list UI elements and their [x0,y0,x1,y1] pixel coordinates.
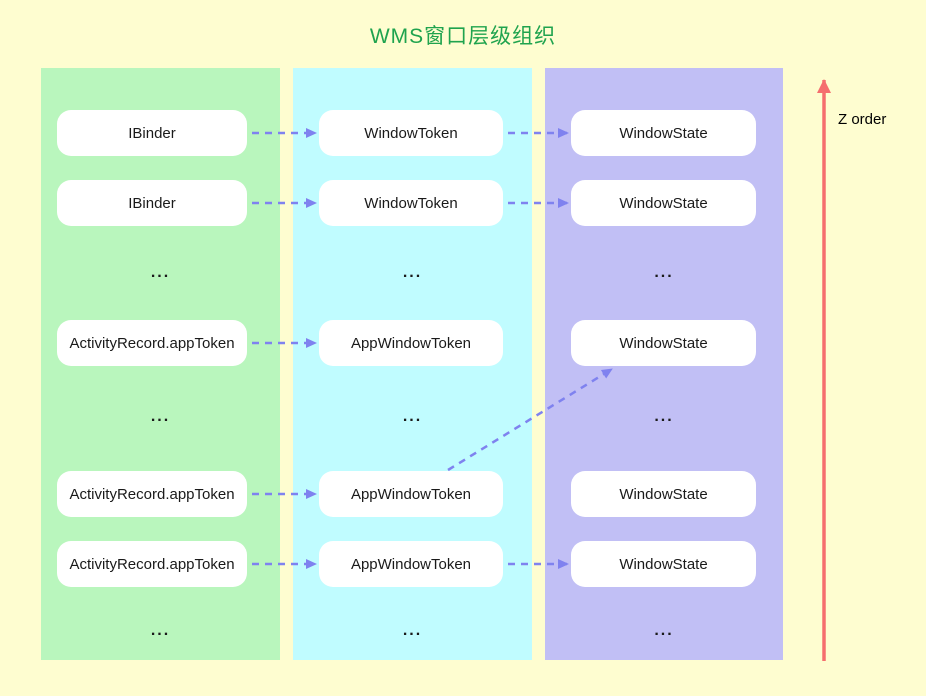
node-appwindowtoken: AppWindowToken [319,471,503,517]
ellipsis-placeholder: ... [402,264,423,281]
node-ibinder: IBinder [57,180,247,226]
node-windowstate: WindowState [571,471,756,517]
ellipsis-placeholder: ... [654,408,674,425]
node-activityrecord-apptoken: ActivityRecord.appToken [57,471,247,517]
node-appwindowtoken: AppWindowToken [319,320,503,366]
ellipsis-placeholder: ... [402,622,423,639]
node-windowstate: WindowState [571,320,756,366]
ellipsis-placeholder: ... [150,622,171,639]
node-windowtoken: WindowToken [319,180,503,226]
node-activityrecord-apptoken: ActivityRecord.appToken [57,320,247,366]
node-windowtoken: WindowToken [319,110,503,156]
node-activityrecord-apptoken: ActivityRecord.appToken [57,541,247,587]
z-order-label: Z order [838,111,887,128]
diagram-title: WMS窗口层级组织 [369,25,557,48]
ellipsis-placeholder: ... [150,408,171,425]
node-windowstate: WindowState [571,541,756,587]
node-windowstate: WindowState [571,180,756,226]
ellipsis-placeholder: ... [654,264,674,281]
node-ibinder: IBinder [57,110,247,156]
ellipsis-placeholder: ... [654,622,674,639]
node-windowstate: WindowState [571,110,756,156]
ellipsis-placeholder: ... [402,408,423,425]
node-appwindowtoken: AppWindowToken [319,541,503,587]
ellipsis-placeholder: ... [150,264,171,281]
